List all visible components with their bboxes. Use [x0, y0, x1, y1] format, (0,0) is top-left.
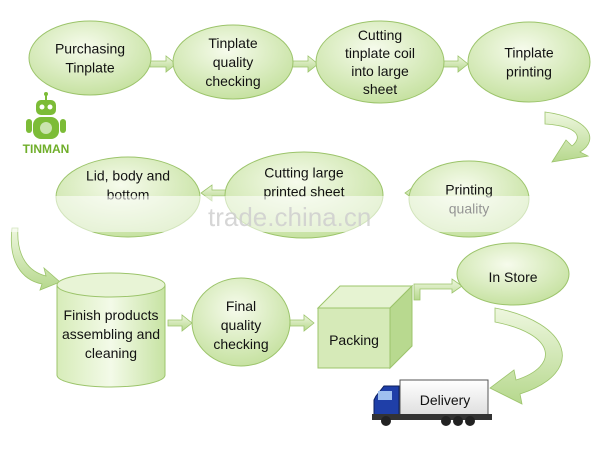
node-cutting-printed-label: Cutting large printed sheet	[264, 165, 345, 200]
label-line: Tinplate	[208, 35, 258, 51]
curved-arrow-to-delivery	[489, 307, 563, 405]
robot-icon	[26, 92, 66, 139]
label-line: Lid, body and	[86, 168, 170, 184]
node-cutting-coil: Cutting tinplate coil into large sheet	[315, 20, 445, 104]
arrow-3-4	[441, 55, 469, 73]
label-line: printed sheet	[264, 184, 345, 200]
label-line: In Store	[488, 269, 537, 285]
node-quality-label: Tinplate quality checking	[205, 35, 260, 89]
watermark-band: trade.china.cn	[0, 196, 605, 232]
label-line: sheet	[363, 81, 397, 97]
label-line: Final	[226, 298, 256, 314]
node-quality: Tinplate quality checking	[172, 24, 294, 100]
curved-arrow-left	[10, 227, 61, 291]
watermark-text: trade.china.cn	[208, 202, 371, 232]
label-line: quality	[221, 317, 261, 333]
node-finish-label: Finish products assembling and cleaning	[62, 307, 160, 361]
label-line: cleaning	[85, 345, 137, 361]
arrow-8-9	[167, 314, 193, 332]
node-cutting-coil-label: Cutting tinplate coil into large sheet	[345, 27, 415, 97]
node-packing-label: Packing	[329, 332, 379, 348]
arrow-2-3	[291, 55, 319, 73]
label-line: tinplate coil	[345, 45, 415, 61]
label-line: checking	[205, 73, 260, 89]
node-printing-label: Tinplate printing	[504, 45, 554, 80]
label-line: into large	[351, 63, 409, 79]
label-line: Finish products	[64, 307, 159, 323]
curved-arrow-right-top	[544, 111, 591, 163]
label-line: Purchasing	[55, 41, 125, 57]
label-line: Tinplate	[504, 45, 554, 61]
node-delivery-label: Delivery	[420, 392, 471, 408]
label-line: Cutting	[358, 27, 402, 43]
label-line: Tinplate	[65, 60, 115, 76]
connectors	[10, 55, 591, 405]
label-line: Delivery	[420, 392, 471, 408]
arrow-1-2	[149, 55, 177, 73]
node-packing: Packing	[316, 284, 414, 370]
node-in-store-label: In Store	[488, 269, 537, 285]
node-printing: Tinplate printing	[467, 21, 591, 103]
label-line: checking	[213, 336, 268, 352]
label-line: Cutting large	[264, 165, 344, 181]
delivery-truck-icon: Delivery	[372, 379, 492, 426]
node-finish: Finish products assembling and cleaning	[56, 272, 166, 388]
logo-text: TINMAN	[23, 142, 70, 156]
node-final-quality: Final quality checking	[191, 277, 291, 367]
label-line: Printing	[445, 182, 492, 198]
node-final-quality-label: Final quality checking	[213, 298, 268, 352]
label-line: quality	[213, 54, 253, 70]
label-line: printing	[506, 64, 552, 80]
tinman-logo: TINMAN	[23, 92, 70, 156]
elbow-arrow-to-store	[413, 278, 463, 301]
arrow-9-10	[289, 314, 315, 332]
node-in-store: In Store	[456, 242, 570, 306]
label-line: Packing	[329, 332, 379, 348]
label-line: assembling and	[62, 326, 160, 342]
